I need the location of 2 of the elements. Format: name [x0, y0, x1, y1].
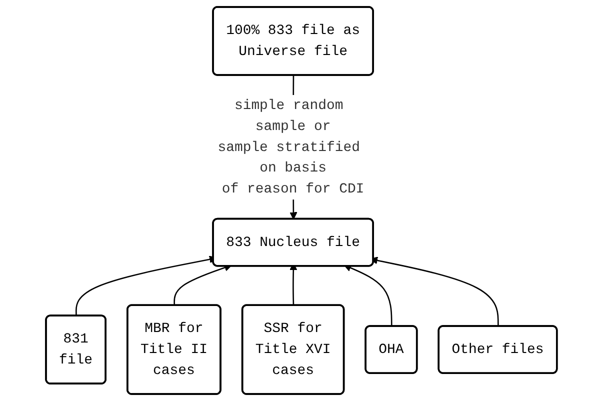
arrow: [343, 264, 392, 326]
edge-label: simple random sample or sample stratified on basis of reason for CDI: [217, 98, 364, 198]
